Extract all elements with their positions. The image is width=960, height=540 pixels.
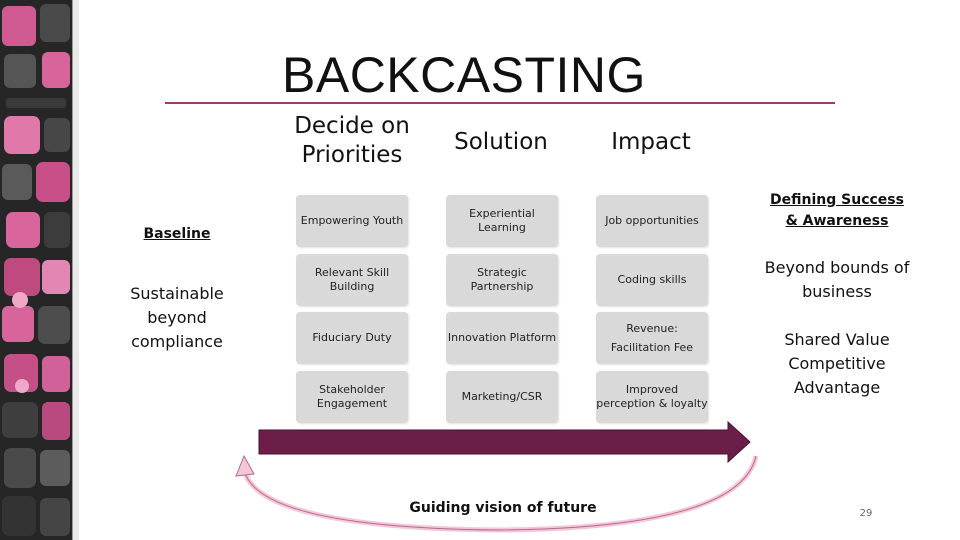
impact-box: Job opportunities <box>596 195 708 247</box>
impact-box: Improved perception & loyalty <box>596 371 708 423</box>
priority-box: Relevant Skill Building <box>296 254 408 306</box>
decorative-photo-strip <box>0 0 72 540</box>
solution-box: Marketing/CSR <box>446 371 558 423</box>
priority-box: Fiduciary Duty <box>296 312 408 364</box>
guiding-vision-label: Guiding vision of future <box>409 500 597 516</box>
baseline-label: Baseline <box>143 226 211 242</box>
slide-title: BACKCASTING <box>282 47 646 103</box>
solution-box: Innovation Platform <box>446 312 558 364</box>
priority-box: Empowering Youth <box>296 195 408 247</box>
solution-box: Experiential Learning <box>446 195 558 247</box>
strip-border <box>72 0 79 540</box>
priority-box: Stakeholder Engagement <box>296 371 408 423</box>
feedback-arrowhead <box>235 454 255 477</box>
page-number: 29 <box>859 508 873 519</box>
header-decide-on-priorities: Decide on Priorities <box>294 113 410 168</box>
forward-arrow <box>258 420 751 464</box>
header-solution: Solution <box>454 129 548 155</box>
feedback-curved-arrow <box>241 455 759 533</box>
solution-box: Strategic Partnership <box>446 254 558 306</box>
impact-box: Revenue: Facilitation Fee <box>596 312 708 364</box>
shared-value-label: Shared Value Competitive Advantage <box>784 330 890 397</box>
title-underline <box>165 102 835 104</box>
impact-box: Coding skills <box>596 254 708 306</box>
sustainable-beyond-compliance-label: Sustainable beyond compliance <box>130 284 224 351</box>
defining-success-label: Defining Success & Awareness <box>770 192 904 229</box>
beyond-bounds-label: Beyond bounds of business <box>764 258 910 301</box>
header-impact: Impact <box>611 129 691 155</box>
app-icons-photo <box>0 0 72 540</box>
